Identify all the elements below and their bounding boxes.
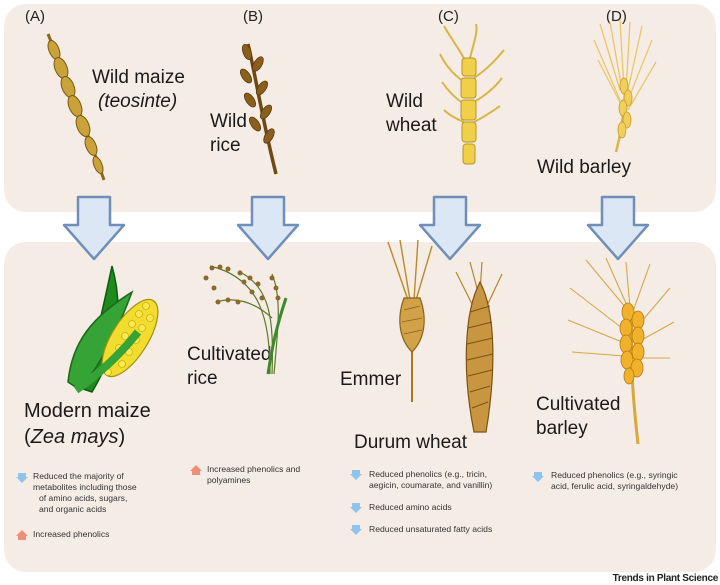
panel-letter-d: (D) xyxy=(606,8,627,25)
wild-rice-label-line2: rice xyxy=(210,135,241,156)
journal-footer: Trends in Plant Science xyxy=(612,573,719,584)
cultivated-barley-plant-icon xyxy=(567,257,675,445)
paren-open: ( xyxy=(24,426,31,448)
wild-wheat-label: Wild wheat xyxy=(386,90,437,138)
wild-barley-plant-icon xyxy=(593,19,657,153)
wild-maize-label-line2: (teosinte) xyxy=(98,91,178,112)
down-arrow-icon xyxy=(532,472,544,482)
cultivated-rice-label-line1: Cultivated xyxy=(187,344,272,365)
cultivated-rice-plant-icon xyxy=(203,264,288,375)
modern-maize-plant-icon xyxy=(67,265,159,394)
down-arrow-icon xyxy=(350,470,362,480)
emmer-label: Emmer xyxy=(340,369,402,390)
note-line: Reduced the majority of xyxy=(33,471,124,481)
cultivated-barley-label-line2: barley xyxy=(536,418,588,439)
note-line: of amino acids, sugars, xyxy=(39,493,128,503)
wild-wheat-label-line1: Wild xyxy=(386,91,423,112)
wild-wheat-label-line2: wheat xyxy=(386,115,437,136)
cultivated-barley-label: Cultivated barley xyxy=(536,393,621,441)
domesticated-species-panel xyxy=(4,242,716,572)
modern-maize-label-line2: (Zea mays) xyxy=(24,424,151,450)
note-line: metabolites including those xyxy=(33,482,137,492)
panel-letter-c: (C) xyxy=(438,8,459,25)
zea-mays-text: Zea mays xyxy=(30,426,119,448)
down-arrow-icon xyxy=(350,503,362,513)
domestication-arrow-icon xyxy=(62,195,126,261)
note-line: Increased phenolics and xyxy=(207,464,301,474)
modern-maize-label-line1: Modern maize xyxy=(24,400,151,422)
panel-letter-b: (B) xyxy=(243,8,263,25)
wild-rice-label: Wild rice xyxy=(210,110,247,158)
wild-barley-label: Wild barley xyxy=(537,157,631,178)
panel-letter-a: (A) xyxy=(25,8,45,25)
note-line: and organic acids xyxy=(39,504,107,514)
wild-maize-label-line1: Wild maize xyxy=(92,67,185,88)
wild-maize-label: Wild maize (teosinte) xyxy=(92,66,185,114)
cultivated-barley-label-line1: Cultivated xyxy=(536,394,621,415)
teosinte-plant-icon xyxy=(46,33,106,181)
modern-maize-label: Modern maize (Zea mays) xyxy=(24,398,151,450)
emmer-plant-icon xyxy=(387,239,433,402)
domestication-arrow-icon xyxy=(236,195,300,261)
up-arrow-icon xyxy=(16,530,28,540)
note-line: Reduced phenolics (e.g., tricin, xyxy=(369,469,487,479)
note-line: acid, ferulic acid, syringaldehyde) xyxy=(551,481,679,491)
up-arrow-icon xyxy=(190,465,202,475)
note-line: Reduced phenolics (e.g., syringic xyxy=(551,470,678,480)
wild-rice-plant-icon xyxy=(239,43,278,175)
domestication-arrow-icon xyxy=(418,195,482,261)
wild-rice-label-line1: Wild xyxy=(210,111,247,132)
paren-close: ) xyxy=(118,426,126,448)
wild-wheat-plant-icon xyxy=(439,23,505,165)
down-arrow-icon xyxy=(350,525,362,535)
durum-wheat-plant-icon xyxy=(455,261,503,433)
cultivated-rice-label: Cultivated rice xyxy=(187,343,272,391)
note-line: aegicin, coumarate, and vanillin) xyxy=(369,480,493,490)
cultivated-rice-label-line2: rice xyxy=(187,368,218,389)
wild-species-panel xyxy=(4,4,716,212)
note-line: polyamines xyxy=(207,475,251,485)
durum-wheat-label: Durum wheat xyxy=(354,432,467,453)
down-arrow-icon xyxy=(16,473,28,483)
domestication-arrow-icon xyxy=(586,195,650,261)
